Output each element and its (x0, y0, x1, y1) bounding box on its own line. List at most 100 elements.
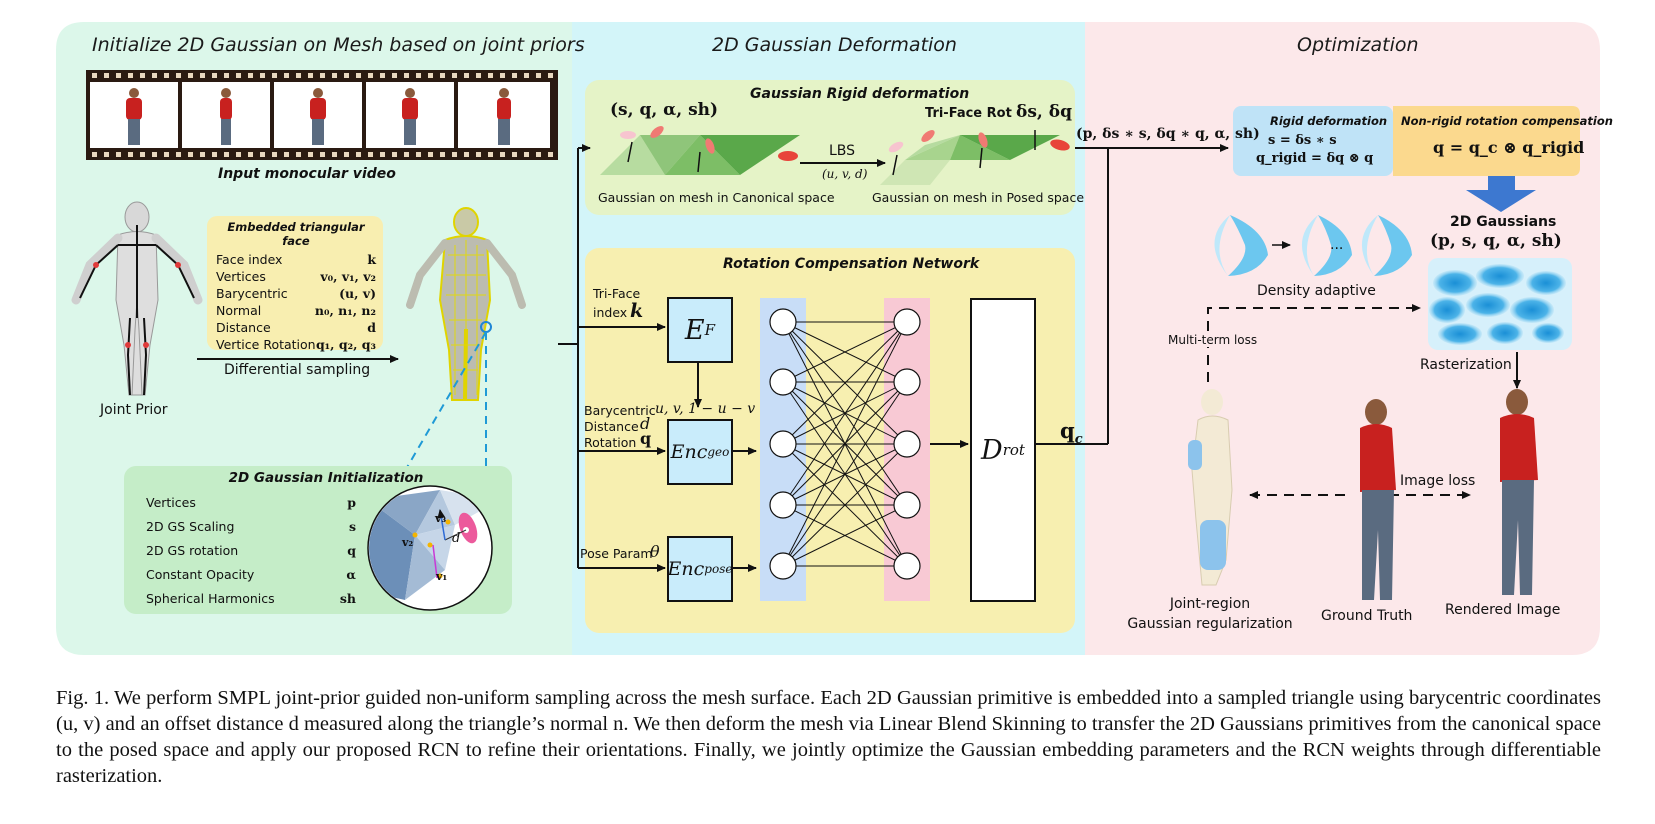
init-row-value: α (346, 567, 356, 582)
init-row-key: 2D GS Scaling (146, 519, 235, 534)
init-row-key: Constant Opacity (146, 567, 255, 582)
init-row-value: sh (339, 591, 356, 606)
embedded-row-value: d (367, 320, 376, 335)
joint-region-label: Joint-region (1169, 596, 1251, 612)
joint-region-label: Gaussian regularization (1127, 616, 1293, 632)
figure-caption: Fig. 1. We perform SMPL joint-prior guid… (56, 687, 1601, 787)
diff-sampling-label: Differential sampling (224, 362, 371, 378)
nn-node (769, 368, 797, 396)
film-strip (86, 70, 558, 160)
gaussian-splats (1428, 258, 1572, 350)
enc-geo-subscript: geo (707, 445, 730, 459)
ef-label: E (684, 314, 705, 346)
ground-truth-label: Ground Truth (1321, 608, 1413, 624)
init-row-key: 2D GS rotation (146, 543, 239, 558)
v1-label: v₁ (436, 570, 448, 583)
rigid-eq1: s = δs ∗ s (1268, 133, 1337, 148)
nn-node (769, 552, 797, 580)
embedded-row-key: Normal (216, 303, 262, 318)
init-row-value: p (347, 495, 356, 510)
nn-node (769, 430, 797, 458)
mesh-body-figure (406, 207, 526, 401)
rendered-person (1500, 389, 1538, 595)
rigid-box-title: Rigid deformation (1270, 114, 1388, 128)
down-block-arrow (1466, 176, 1536, 212)
rigid-box-bg (1233, 106, 1393, 176)
nn-edge (782, 321, 908, 445)
multiterm-label: Multi-term loss (1166, 333, 1260, 347)
rigid-card-title: Gaussian Rigid deformation (750, 86, 970, 102)
pose-param-math: θ (650, 542, 660, 561)
nn-node (769, 308, 797, 336)
init-row-value: q (347, 543, 356, 558)
right-panel-title: Optimization (1297, 34, 1419, 56)
embedded-row-key: Vertice Rotation (216, 337, 316, 352)
trifaceindex-label: Tri-Face (593, 286, 641, 301)
trifacerot-math: δs, δq (1016, 102, 1072, 122)
enc-geo-label: Enc (670, 441, 708, 463)
ground-truth-person (1360, 399, 1396, 600)
rcn-title: Rotation Compensation Network (723, 256, 980, 272)
nn-node (893, 552, 921, 580)
rasterization-label: Rasterization (1420, 357, 1512, 373)
nn-connections (782, 321, 908, 567)
embedded-row-key: Vertices (216, 269, 266, 284)
canonical-mesh (600, 126, 800, 175)
drot-label: D (981, 434, 1003, 466)
trifacerot-label: Tri-Face Rot (925, 106, 1012, 121)
left-panel-title: Initialize 2D Gaussian on Mesh based on … (92, 34, 585, 56)
ef-subscript: F (704, 321, 716, 339)
middle-panel-title: 2D Gaussian Deformation (712, 34, 957, 56)
nn-node (769, 491, 797, 519)
nn-edge (782, 321, 908, 383)
barycentric-math: u, v, 1 − u − v (655, 401, 756, 417)
video-label: Input monocular video (218, 166, 396, 182)
init-row-value: s (348, 519, 356, 534)
distance-label: Distance (584, 419, 639, 434)
embedded-row-key: Face index (216, 252, 283, 267)
trifaceindex-label: index (593, 305, 628, 320)
v2-label: v₂ (402, 536, 414, 549)
embedded-card-bg (207, 216, 383, 350)
nn-nodes (769, 308, 921, 580)
qc-output: qc (1060, 418, 1083, 447)
video-frame-person (126, 88, 511, 145)
rigid-deform-card-bg (585, 80, 1075, 215)
embedded-row-key: Barycentric (216, 286, 288, 301)
rendered-label: Rendered Image (1445, 602, 1561, 618)
nonrigid-eq: q = q_c ⊗ q_rigid (1433, 138, 1585, 157)
nn-edge (782, 321, 908, 567)
posed-label: Gaussian on mesh in Posed space (872, 190, 1085, 205)
qc-subscript: c (1074, 432, 1083, 448)
density-label: Density adaptive (1257, 283, 1376, 299)
rotation-label: Rotation (584, 435, 637, 450)
nn-edge (782, 504, 908, 567)
nonrigid-box-title: Non-rigid rotation compensation (1401, 114, 1613, 128)
canonical-label: Gaussian on mesh in Canonical space (598, 190, 835, 205)
density-crescents (1214, 215, 1412, 276)
pose-param-label: Pose Param (580, 546, 653, 561)
embedded-row-value: n₀, n₁, n₂ (314, 303, 376, 318)
gaussians-title: 2D Gaussians (1450, 214, 1557, 230)
nn-edge (782, 381, 908, 567)
rigid-eq2: q_rigid = δq ⊗ q (1256, 151, 1374, 166)
embedded-card-title: Embedded triangular face (227, 220, 365, 248)
canonical-params: (s, q, α, sh) (610, 100, 719, 120)
enc-pose-label: Enc (667, 558, 705, 580)
embedded-row-key: Distance (216, 320, 271, 335)
v3-label: v₃ (435, 512, 447, 525)
embedded-row-value: (u, v) (339, 286, 376, 301)
nn-node (893, 430, 921, 458)
barycentric-label: Barycentric (584, 403, 656, 418)
image-loss-label: Image loss (1398, 473, 1478, 489)
drot-subscript: rot (1002, 441, 1025, 459)
gaussians-params: (p, s, q, α, sh) (1430, 231, 1562, 251)
posed-mesh (880, 130, 1070, 185)
qc-label: q (1060, 418, 1075, 443)
joint-region-body (1188, 389, 1233, 586)
